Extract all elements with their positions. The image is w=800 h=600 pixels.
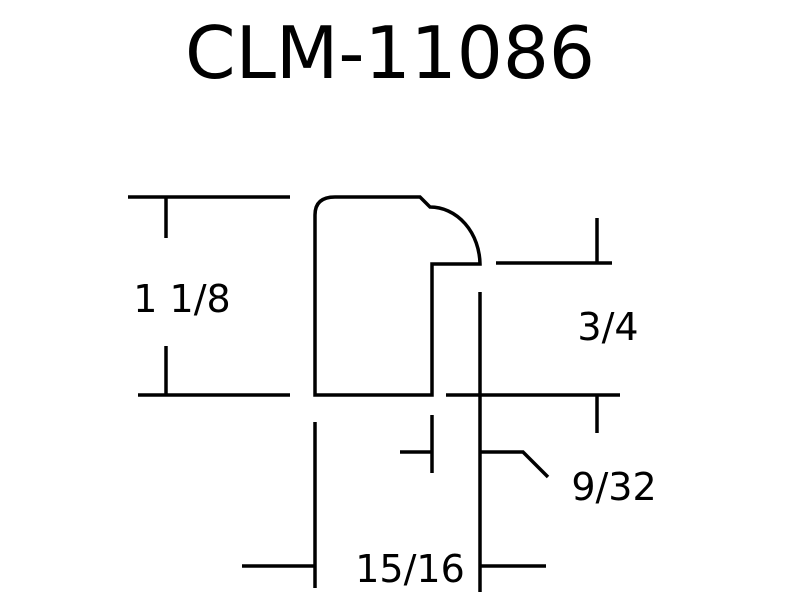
drawing-title: CLM-11086 [185, 11, 595, 95]
rabbet-width-label: 9/32 [571, 465, 656, 509]
rabbet-width-dimension: 9/32 [400, 415, 657, 509]
rabbet-height-label: 3/4 [577, 305, 638, 349]
overall-height-label: 1 1/8 [133, 277, 230, 321]
overall-width-label: 15/16 [355, 547, 465, 591]
overall-height-dimension: 1 1/8 [128, 195, 290, 397]
rabbet-height-dimension: 3/4 [446, 218, 639, 433]
overall-width-dimension: 15/16 [242, 292, 546, 592]
molding-profile-outline [313, 195, 482, 397]
rabbet-width-leader [480, 450, 550, 479]
